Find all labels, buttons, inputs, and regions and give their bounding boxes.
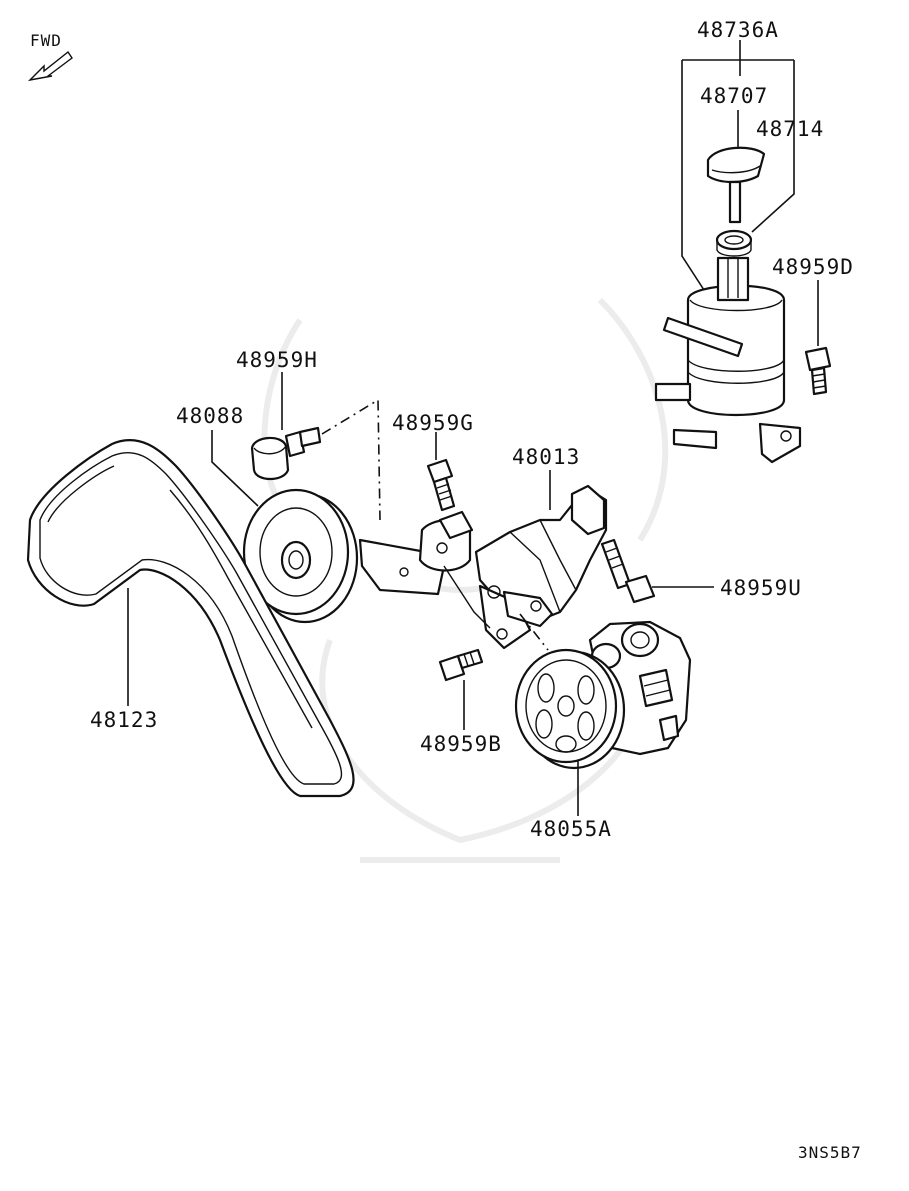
bracket-bolt-u[interactable] (600, 538, 656, 604)
label-idler-pulley: 48088 (176, 404, 244, 428)
label-pump-bolt-b: 48959B (420, 732, 502, 756)
watermark-emblem (261, 297, 669, 863)
power-steering-pump[interactable] (514, 620, 692, 770)
label-reservoir-assy: 48736A (697, 18, 779, 42)
leader-lines (127, 372, 714, 816)
reservoir-leaders (681, 40, 819, 346)
reservoir-seal[interactable] (715, 229, 753, 257)
reservoir-bolt[interactable] (804, 346, 832, 396)
label-reservoir-seal: 48714 (756, 117, 824, 141)
idler-pulley[interactable] (242, 488, 359, 624)
label-reservoir-bolt: 48959D (772, 255, 854, 279)
pump-centerline (519, 613, 549, 651)
fwd-label: FWD (30, 31, 62, 50)
label-reservoir-cap: 48707 (700, 84, 768, 108)
reservoir-cap[interactable] (706, 146, 766, 224)
label-pump-assy: 48055A (530, 817, 612, 841)
bracket-bolt-g[interactable] (426, 458, 456, 512)
idler-bolt[interactable] (250, 426, 322, 481)
diagram-code: 3NS5B7 (798, 1143, 862, 1162)
label-bracket-bolt-g: 48959G (392, 411, 474, 435)
pump-bracket[interactable] (358, 484, 608, 650)
fwd-indicator: FWD (27, 31, 73, 82)
reservoir-tank[interactable] (654, 256, 802, 464)
fwd-arrow-icon (27, 50, 73, 82)
label-idler-bolt: 48959H (236, 348, 318, 372)
pump-bolt-b[interactable] (438, 648, 484, 682)
label-pump-bracket: 48013 (512, 445, 580, 469)
label-belt: 48123 (90, 708, 158, 732)
label-bracket-bolt-u: 48959U (720, 576, 802, 600)
drive-belt[interactable] (26, 438, 355, 798)
